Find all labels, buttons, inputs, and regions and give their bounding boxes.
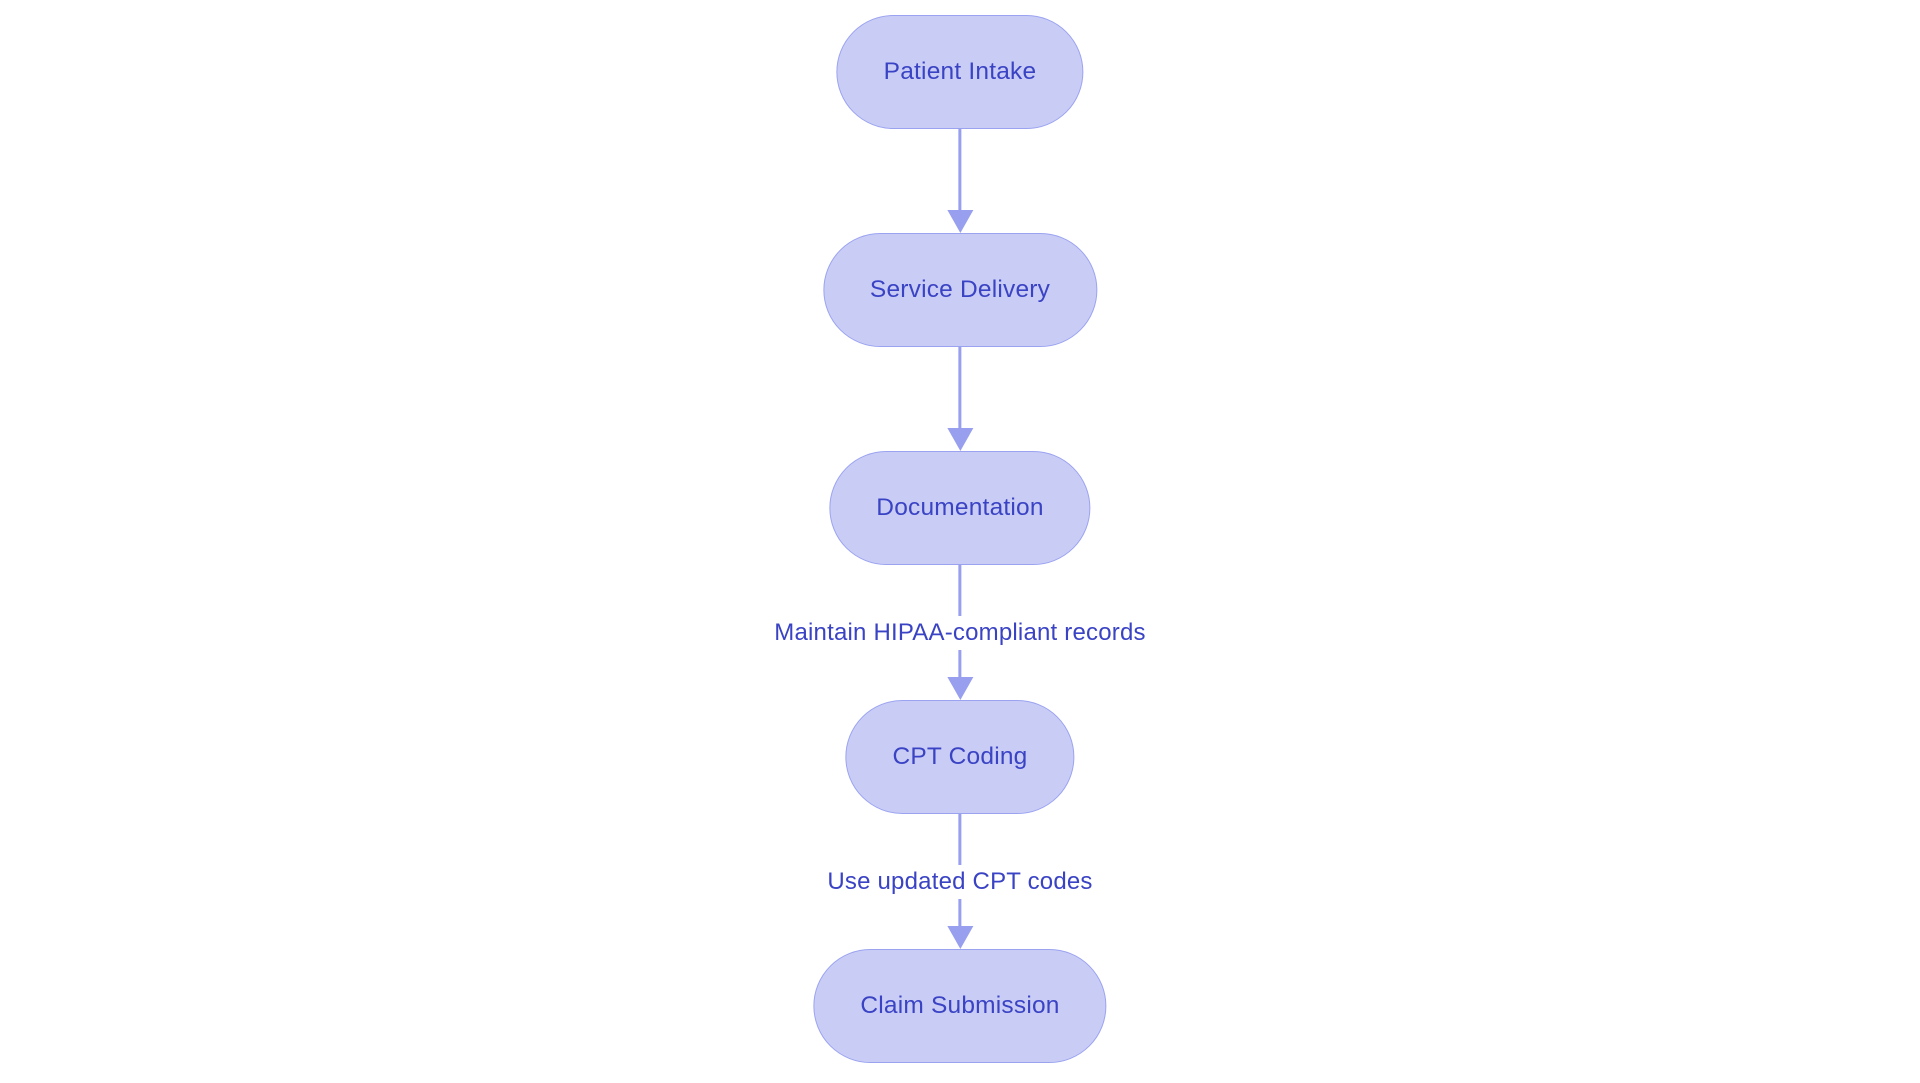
node-cpt-coding: CPT Coding [845,700,1075,814]
node-documentation: Documentation [829,451,1091,565]
node-label: Documentation [876,494,1044,521]
node-label: Claim Submission [860,992,1060,1019]
edge-cpt-coding-to-claim-submission: Use updated CPT codes [815,814,1105,949]
edge-line [958,347,962,428]
arrow-down-icon [946,926,973,949]
arrow-down-icon [946,428,973,451]
node-label: Service Delivery [869,276,1051,303]
edge-label: Maintain HIPAA-compliant records [762,615,1158,650]
node-label: CPT Coding [892,743,1028,770]
edge-service-delivery-to-documentation [946,347,973,451]
node-service-delivery: Service Delivery [822,233,1098,347]
node-claim-submission: Claim Submission [813,949,1107,1063]
node-label: Patient Intake [883,58,1037,85]
edge-line [958,129,962,210]
edge-patient-intake-to-service-delivery [946,129,973,233]
edge-documentation-to-cpt-coding: Maintain HIPAA-compliant records [762,565,1158,700]
flowchart: Patient Intake Service Delivery Document… [762,15,1158,1063]
arrow-down-icon [946,210,973,233]
edge-label: Use updated CPT codes [815,864,1105,899]
arrow-down-icon [946,677,973,700]
node-patient-intake: Patient Intake [836,15,1084,129]
